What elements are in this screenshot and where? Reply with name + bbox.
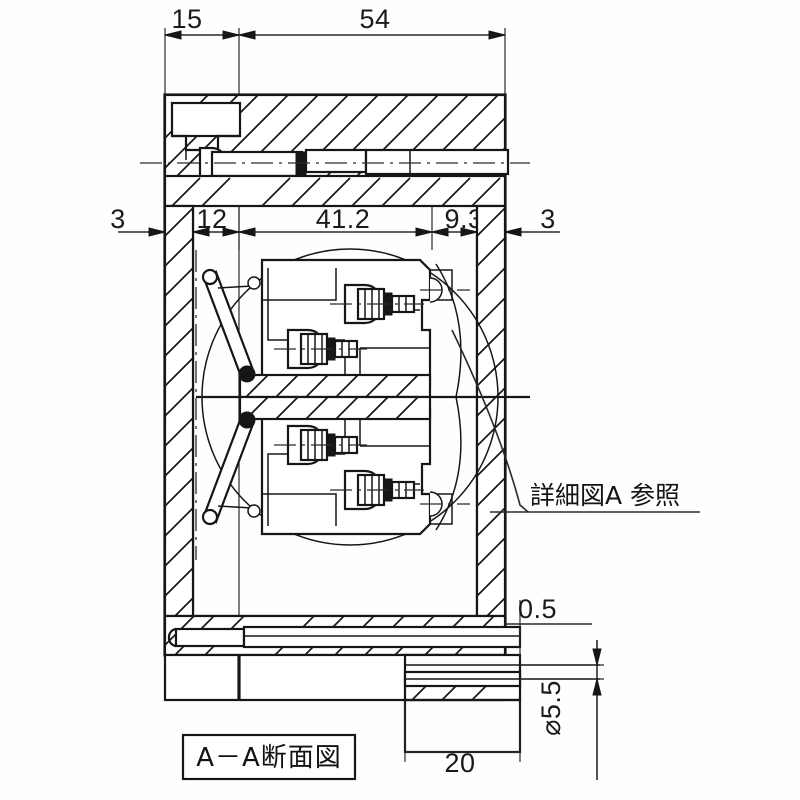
plunger-assembly-lower-left <box>274 424 367 466</box>
left-wall-section <box>163 204 195 618</box>
dimension-label-54: 54 <box>359 4 390 34</box>
plunger-assembly-upper-left <box>274 328 367 370</box>
mechanism-upper-half <box>201 258 470 399</box>
lever-arm-lower <box>201 411 261 526</box>
dimension-label-12: 12 <box>196 204 227 234</box>
dimension-label-20: 20 <box>444 748 475 778</box>
dimension-0-5-group: 0.5 <box>505 594 592 660</box>
detail-callout-group: 詳細図A 参照 <box>451 329 700 513</box>
dimension-20-group: 20 <box>404 700 521 778</box>
dimension-label-3-right: 3 <box>540 204 556 234</box>
lever-arm-upper <box>201 268 261 383</box>
dimension-label-15: 15 <box>171 4 202 34</box>
dimension-dia-5-5-group: ⌀5.5 <box>520 640 604 780</box>
mechanism-lower-half <box>201 395 470 536</box>
title-block-label: A－A断面図 <box>196 743 342 773</box>
upper-plate-hatching <box>163 174 507 208</box>
shaft-pin-assembly <box>198 146 510 193</box>
dimension-label-3-left: 3 <box>110 204 126 234</box>
dimension-label-dia-5-5: ⌀5.5 <box>536 680 566 736</box>
central-mechanism <box>195 248 530 560</box>
title-block: A－A断面図 <box>181 733 357 781</box>
plunger-assembly-upper-right <box>330 283 424 325</box>
right-wall-section <box>475 204 507 618</box>
dimension-label-41-2: 41.2 <box>316 204 371 234</box>
bottom-plate-assembly <box>163 614 600 754</box>
detail-callout-label: 詳細図A 参照 <box>530 481 680 510</box>
plunger-assembly-lower-right <box>330 469 424 511</box>
dimension-label-0-5: 0.5 <box>518 594 557 624</box>
